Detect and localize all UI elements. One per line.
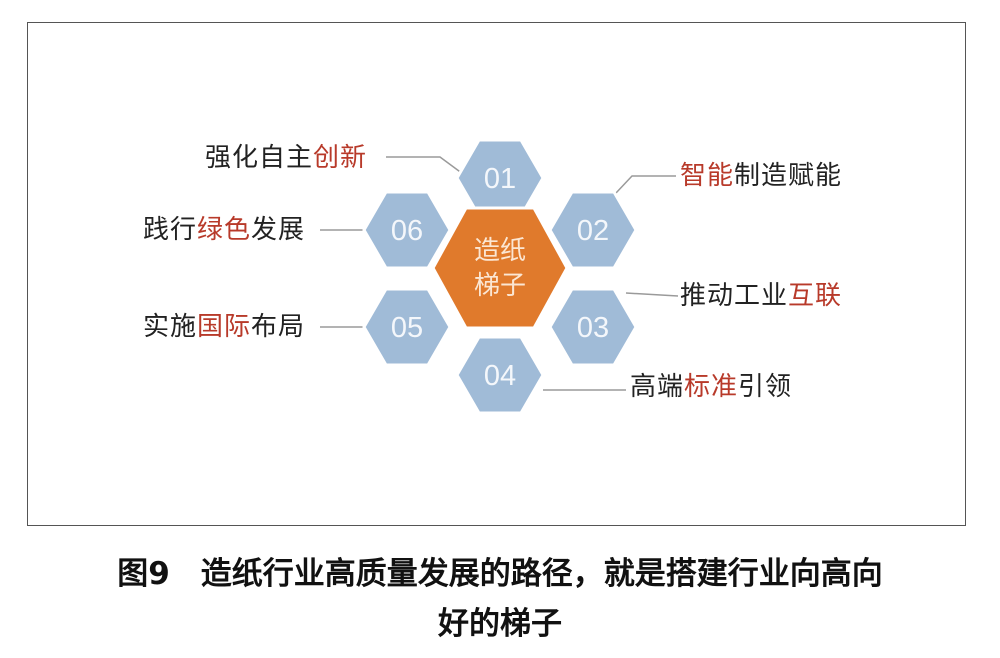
hexagon-02: 02: [548, 190, 638, 270]
hexagon-number: 01: [484, 163, 516, 195]
figure-caption-line2: 好的梯子: [438, 606, 562, 642]
label-highlight: 国际: [197, 312, 251, 342]
connector-03: [625, 292, 679, 297]
label-text: 布局: [251, 312, 305, 342]
label-05: 实施国际布局: [143, 312, 305, 342]
connector-01: [386, 156, 464, 175]
label-text: 制造赋能: [734, 161, 842, 191]
hexagon-04: 04: [455, 335, 545, 415]
hexagon-shape: [362, 287, 452, 367]
center-hexagon: 造纸 梯子: [431, 206, 569, 330]
label-text: 高端: [630, 372, 684, 402]
hexagon-shape: [362, 190, 452, 270]
center-label-line1: 造纸: [474, 236, 526, 266]
hexagon-shape: [548, 287, 638, 367]
hexagon-number: 04: [484, 360, 516, 392]
hexagon-number: 03: [577, 312, 609, 344]
label-highlight: 互联: [788, 281, 842, 311]
hexagon-number: 05: [391, 312, 423, 344]
label-highlight: 绿色: [197, 215, 251, 245]
hexagon-shape: [548, 190, 638, 270]
hexagon-01: 01: [455, 138, 545, 218]
label-text: 实施: [143, 312, 197, 342]
figure-caption-line1: 图9 造纸行业高质量发展的路径，就是搭建行业向高向: [117, 556, 883, 592]
hexagon-number: 02: [577, 215, 609, 247]
connector-lines: [320, 156, 679, 391]
hexagon-06: 06: [362, 190, 452, 270]
label-highlight: 智能: [680, 161, 734, 191]
label-01: 强化自主创新: [205, 143, 367, 173]
center-label-line2: 梯子: [474, 271, 526, 301]
label-03: 推动工业互联: [680, 281, 842, 311]
hexagon-number: 06: [391, 215, 423, 247]
label-text: 强化自主: [205, 143, 313, 173]
label-text: 发展: [251, 215, 305, 245]
hexagon-03: 03: [548, 287, 638, 367]
label-text: 践行: [143, 215, 197, 245]
label-06: 践行绿色发展: [143, 215, 305, 245]
label-text: 引领: [738, 372, 792, 402]
hexagon-shape: [455, 335, 545, 415]
connector-02: [615, 175, 676, 194]
label-text: 推动工业: [680, 281, 788, 311]
diagram-frame: [27, 22, 966, 526]
label-02: 智能制造赋能: [680, 161, 842, 191]
label-highlight: 标准: [684, 372, 738, 402]
hexagon-05: 05: [362, 287, 452, 367]
label-highlight: 创新: [313, 143, 367, 173]
label-04: 高端标准引领: [630, 372, 792, 402]
